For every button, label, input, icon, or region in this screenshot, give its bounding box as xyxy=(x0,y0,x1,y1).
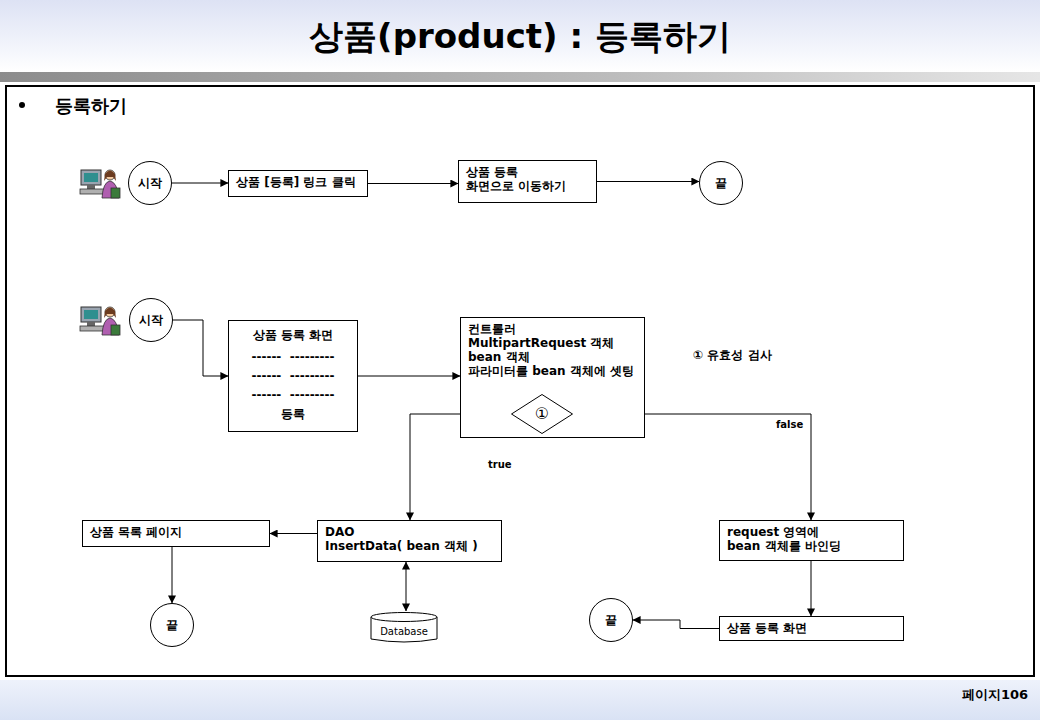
connector xyxy=(597,181,699,182)
end-circle: 끝 xyxy=(150,603,194,647)
node-text: DAO xyxy=(325,525,491,539)
node-text: 상품 [등록] 링크 클릭 xyxy=(236,175,357,189)
user-icon xyxy=(80,307,120,335)
node-text: 끝 xyxy=(166,618,178,632)
node-text: 상품 등록 화면 xyxy=(253,328,333,342)
node-text: 등록 xyxy=(281,407,305,421)
node-text: ------ --------- xyxy=(251,350,334,364)
page-title: 상품(product) : 등록하기 xyxy=(0,14,1040,60)
node-text: bean 객체를 바인딩 xyxy=(727,539,893,553)
end-circle: 끝 xyxy=(699,161,743,205)
decision-diamond: ① xyxy=(511,394,573,434)
node-text: bean 객체 xyxy=(468,350,634,364)
footer-band xyxy=(0,680,1040,720)
node-text: ------ --------- xyxy=(251,369,334,383)
connector xyxy=(172,547,173,603)
node-text: ① xyxy=(535,405,549,423)
node-text: 상품 등록 화면 xyxy=(727,621,893,635)
process-box: 상품 등록화면으로 이동하기 xyxy=(458,160,597,203)
node-text: 컨트롤러 xyxy=(468,322,634,336)
node-text: 시작 xyxy=(139,313,163,327)
user-icon xyxy=(80,170,120,198)
title-rule xyxy=(0,72,1040,82)
process-box: 상품 목록 페이지 xyxy=(82,520,270,547)
connector xyxy=(811,561,812,616)
database-cylinder: Database xyxy=(370,611,438,645)
connector xyxy=(633,620,719,629)
node-text: 끝 xyxy=(715,176,727,190)
node-text: MultipartRequest 객체 xyxy=(468,336,634,350)
node-text: 시작 xyxy=(138,176,162,190)
bullet xyxy=(19,102,25,108)
section-heading: 등록하기 xyxy=(55,94,127,118)
process-box: 상품 등록 화면 xyxy=(719,616,904,641)
edge-label: true xyxy=(486,459,514,470)
connector xyxy=(358,376,460,377)
node-text: 끝 xyxy=(605,613,617,627)
connector xyxy=(173,320,228,376)
connector xyxy=(172,183,228,184)
node-text: Database xyxy=(380,625,428,639)
process-box: request 영역에bean 객체를 바인딩 xyxy=(719,520,904,561)
process-box: 상품 [등록] 링크 클릭 xyxy=(228,170,368,197)
node-text: ------ --------- xyxy=(251,388,334,402)
node-text: InsertData( bean 객체 ) xyxy=(325,539,491,553)
controller-box: 컨트롤러MultipartRequest 객체bean 객체파라미터를 bean… xyxy=(460,317,645,438)
connector xyxy=(368,183,458,184)
start-circle: 시작 xyxy=(128,161,172,205)
page-number: 페이지106 xyxy=(962,686,1028,704)
screen-box: 상품 등록 화면 ------ --------- ------ ---------… xyxy=(228,320,358,432)
connector xyxy=(406,562,407,611)
end-circle: 끝 xyxy=(589,598,633,642)
start-circle: 시작 xyxy=(129,298,173,342)
node-text: 상품 등록 xyxy=(466,165,586,179)
note-text: ① 유효성 검사 xyxy=(693,347,772,364)
connector xyxy=(270,533,317,534)
node-text: 화면으로 이동하기 xyxy=(466,179,586,193)
process-box: DAOInsertData( bean 객체 ) xyxy=(317,520,502,562)
edge-label: false xyxy=(774,419,805,430)
node-text: 상품 목록 페이지 xyxy=(90,525,259,539)
node-text: request 영역에 xyxy=(727,525,893,539)
node-text: 파라미터를 bean 객체에 셋팅 xyxy=(468,364,634,378)
